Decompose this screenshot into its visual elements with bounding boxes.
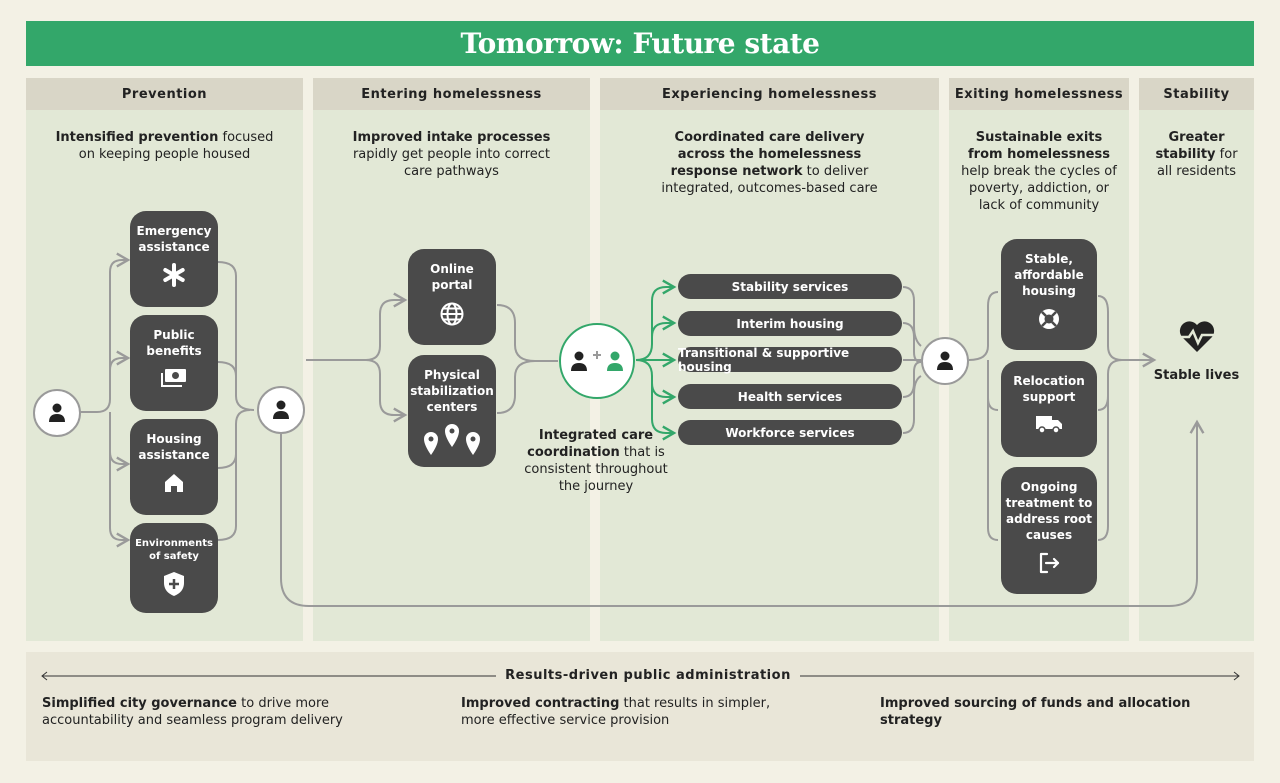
service-pill: Interim housing <box>678 311 902 336</box>
cash-icon <box>161 369 186 387</box>
person-circle-start <box>33 389 81 437</box>
box-environments-of-safety: Environments of safety <box>130 523 218 613</box>
outcome-stable-lives: Stable lives <box>1139 318 1254 383</box>
people-plus-icon <box>571 351 623 371</box>
person-circle-entry <box>257 386 305 434</box>
column-heading: Experiencing homelessness <box>600 78 939 110</box>
column-description: Intensified prevention focused on keepin… <box>55 130 274 162</box>
box-stable-affordable-housing: Stable, affordable housing <box>1001 239 1097 350</box>
service-pill: Workforce services <box>678 420 902 445</box>
person-icon <box>273 400 289 419</box>
administration-heading: Results-driven public administration <box>505 668 791 683</box>
asterisk-icon <box>163 263 185 287</box>
column-heading: Prevention <box>26 78 303 110</box>
administration-panel: Results-driven public administration Sim… <box>26 652 1254 761</box>
lifebuoy-icon <box>1039 309 1059 329</box>
box-ongoing-treatment: Ongoing treatment to address root causes <box>1001 467 1097 594</box>
column-description: Coordinated care delivery across the hom… <box>661 130 878 196</box>
column-heading: Entering homelessness <box>313 78 590 110</box>
globe-icon <box>440 302 464 326</box>
box-physical-stabilization-centers: Physical stabilization centers <box>408 355 496 467</box>
exit-icon <box>1039 552 1060 574</box>
column-heading: Exiting homelessness <box>949 78 1129 110</box>
box-online-portal: Online portal <box>408 249 496 345</box>
heart-pulse-icon <box>1177 321 1216 352</box>
administration-arrows <box>41 671 1240 681</box>
administration-item: Simplified city governance to drive more… <box>42 696 343 728</box>
column-heading: Stability <box>1139 78 1254 110</box>
page-title: Tomorrow: Future state <box>26 21 1254 66</box>
column-description: Improved intake processes rapidly get pe… <box>352 130 551 179</box>
person-icon <box>937 351 953 370</box>
truck-icon <box>1036 416 1062 434</box>
person-icon <box>49 403 65 422</box>
coordination-caption: Integrated care coordination that is con… <box>524 428 668 494</box>
administration-item: Improved contracting that results in sim… <box>461 696 771 728</box>
column-description: Greater stability for all residents <box>1155 130 1238 179</box>
service-pill: Transitional & supportive housing <box>678 346 902 374</box>
box-public-benefits: Public benefits <box>130 315 218 411</box>
house-icon <box>165 474 183 492</box>
column-description: Sustainable exits from homelessness help… <box>961 130 1117 213</box>
box-housing-assistance: Housing assistance <box>130 419 218 515</box>
map-pins-icon <box>424 424 480 455</box>
outcome-label: Stable lives <box>1153 368 1240 383</box>
administration-item: Improved sourcing of funds and allocatio… <box>880 696 1191 728</box>
person-circle-exit <box>921 337 969 385</box>
service-pill: Stability services <box>678 274 902 299</box>
care-coordination-circle <box>559 323 635 399</box>
box-relocation-support: Relocation support <box>1001 361 1097 457</box>
shield-plus-icon <box>164 572 184 596</box>
box-emergency-assistance: Emergency assistance <box>130 211 218 307</box>
service-pill: Health services <box>678 384 902 409</box>
